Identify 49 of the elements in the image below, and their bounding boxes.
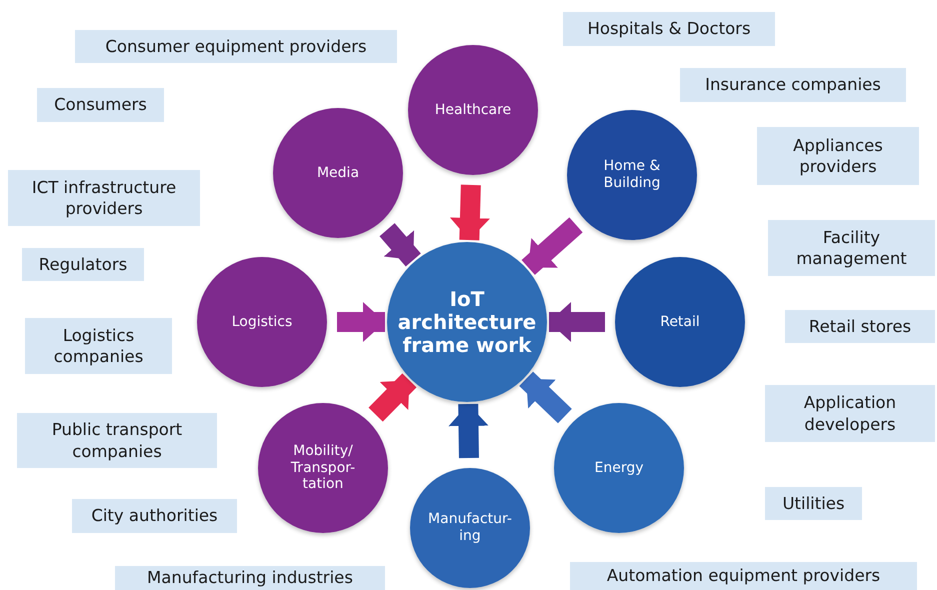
stakeholder-label: Consumers (54, 94, 147, 116)
circle-label: Retail (660, 314, 700, 330)
stakeholder-label: Logistics companies (52, 324, 144, 368)
circle-label: Home & Building (602, 158, 662, 192)
block-arrow (522, 217, 583, 275)
circle-label: Logistics (232, 314, 292, 330)
stakeholder-box (72, 499, 237, 533)
stakeholder-box (680, 68, 906, 102)
stakeholder-box (785, 310, 935, 343)
block-arrow (519, 372, 572, 424)
stakeholder-box (17, 413, 217, 468)
block-arrow (380, 223, 421, 267)
stakeholder-label: Utilities (782, 492, 845, 514)
stakeholder-box (765, 385, 935, 442)
block-arrow (549, 302, 605, 342)
circle-label: Healthcare (434, 102, 512, 118)
stakeholder-label: Hospitals & Doctors (587, 18, 751, 40)
block-arrow (368, 373, 417, 422)
stakeholder-box (768, 220, 935, 276)
stakeholder-box (75, 30, 397, 63)
stakeholder-box (570, 562, 917, 590)
block-arrow (448, 404, 488, 458)
stakeholder-label: Regulators (38, 254, 128, 276)
stakeholder-box (765, 487, 862, 520)
stakeholder-box (115, 566, 385, 590)
stakeholder-label: Public transport companies (50, 419, 184, 462)
stakeholder-label: Retail stores (808, 316, 912, 338)
circle-label: Media (316, 164, 360, 182)
stakeholder-label: ICT infrastructure providers (30, 176, 178, 220)
stakeholder-box (25, 318, 172, 374)
stakeholder-label: Manufacturing industries (147, 567, 353, 589)
stakeholder-label: Application developers (802, 392, 898, 435)
block-arrow (337, 302, 385, 342)
stakeholder-box (37, 88, 164, 122)
block-arrow (450, 184, 490, 240)
stakeholder-box (8, 170, 200, 226)
circle-label: Energy (594, 460, 644, 476)
stakeholder-box (22, 248, 144, 281)
stakeholder-label: Consumer equipment providers (105, 36, 367, 58)
stakeholder-label: Automation equipment providers (606, 565, 880, 587)
circle-label: IoT architecture frame work (397, 288, 537, 356)
stakeholder-label: Appliances providers (792, 134, 884, 178)
stakeholder-label: Insurance companies (705, 74, 881, 96)
stakeholder-label: Facility management (795, 226, 908, 270)
circle-label: Manufactur- ing (427, 511, 513, 545)
stakeholder-box (563, 12, 775, 46)
stakeholder-box (757, 127, 919, 185)
circle-label: Mobility/ Transpor- tation (290, 442, 356, 494)
stakeholder-label: City authorities (91, 505, 218, 527)
